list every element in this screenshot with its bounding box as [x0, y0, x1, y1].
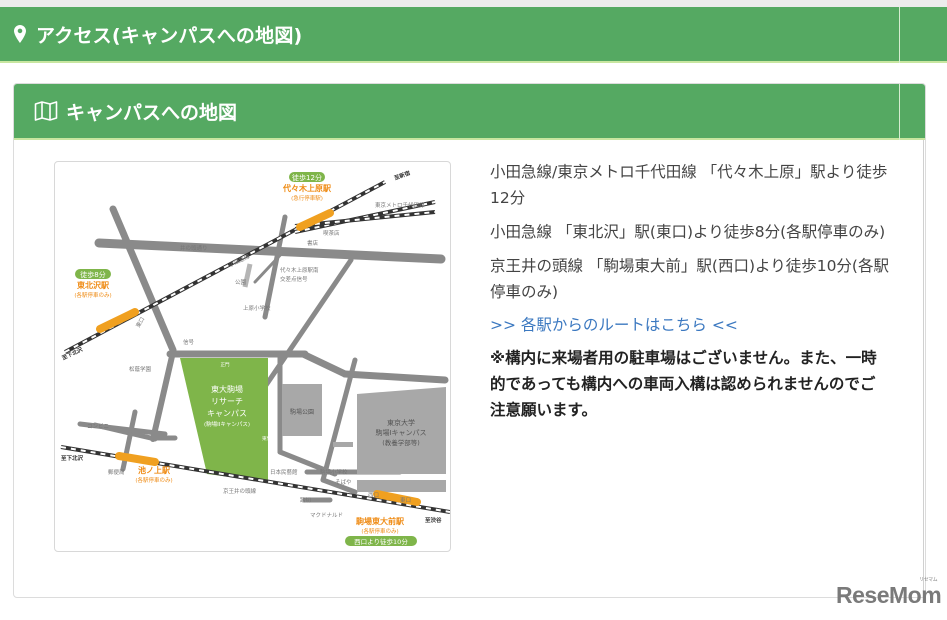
map-label: 至下北沢	[61, 454, 84, 462]
map-label: 踏切	[300, 496, 312, 504]
map-label: 公園	[235, 279, 247, 286]
panel-header: キャンパスへの地図	[14, 84, 925, 140]
map-label: リサーチ	[211, 397, 243, 406]
map-label: 東北沢駅	[77, 280, 110, 290]
map-label: 徒歩12分	[292, 173, 322, 182]
campus-map-panel: キャンパスへの地図	[13, 83, 926, 598]
watermark-brand: ReseMom	[836, 582, 942, 608]
access-line-yoyogi-uehara: 小田急線/東京メトロ千代田線 「代々木上原」駅より徒歩12分	[490, 163, 888, 207]
map-label: 東大駒場	[211, 384, 243, 394]
route-link[interactable]: >> 各駅からのルートはこちら <<	[490, 316, 738, 334]
map-marker-icon	[14, 25, 26, 43]
panel-title: キャンパスへの地図	[66, 101, 238, 124]
map-label: 日本民藝館	[270, 468, 298, 476]
map-label: 代々木上原駅	[282, 183, 332, 193]
map-label: 代々木上原駅南	[280, 266, 319, 274]
map-label: 正門	[221, 362, 230, 368]
map-label: 西口より徒歩10分	[354, 537, 408, 546]
panel-header-divider	[899, 84, 900, 140]
map-label: 駒場Iキャンパス	[375, 428, 426, 437]
map-label: 交差点信号	[280, 275, 308, 283]
map-label: 駒場公園	[290, 408, 314, 416]
map-label: 徒歩8分	[80, 270, 105, 279]
map-label: マクドナルド	[310, 512, 343, 519]
map-label: 上原小学校	[243, 304, 271, 312]
map-label: 京王井の頭線	[223, 487, 257, 495]
map-label: (教養学部等)	[382, 438, 420, 447]
parking-notice: ※構内に来場者用の駐車場はございません。また、一時的であっても構内への車両入構は…	[490, 349, 877, 419]
campus-map-image: 徒歩8分 東北沢駅 (各駅停車のみ) 徒歩12分 代々木上原駅 (急行停車駅) …	[54, 161, 451, 552]
map-label: 喫茶店	[323, 229, 340, 237]
map-label: 至渋谷	[425, 516, 442, 524]
map-label: 池ノ上駅	[138, 465, 171, 475]
access-info: 小田急線/東京メトロ千代田線 「代々木上原」駅より徒歩12分 小田急線 「東北沢…	[490, 159, 890, 423]
map-label: 至新宿	[393, 169, 412, 182]
map-label: 松蔭学園	[129, 365, 152, 373]
map-label: 西口	[368, 492, 379, 499]
access-line-komaba-todaimae: 京王井の頭線 「駒場東大前」駅(西口)より徒歩10分(各駅停車のみ)	[490, 257, 889, 301]
map-icon	[34, 101, 58, 121]
map-label: (駒場IIキャンパス)	[204, 420, 250, 428]
map-label: 東口	[400, 496, 411, 504]
map-label: コンビニ	[87, 422, 109, 430]
section-title: アクセス(キャンパスへの地図)	[36, 24, 303, 47]
map-label: (各駅停車のみ)	[74, 291, 111, 299]
top-strip	[0, 0, 947, 7]
watermark-kana: リセマム	[919, 577, 938, 583]
map-label: (各駅停車のみ)	[135, 476, 172, 484]
section-header-access: アクセス(キャンパスへの地図)	[0, 7, 947, 63]
map-label: 駒場小学校	[320, 468, 348, 476]
header-divider	[899, 7, 900, 63]
map-label: 駒場東大前駅	[355, 516, 405, 526]
map-label: (各駅停車のみ)	[361, 527, 398, 535]
map-label: 東門	[262, 435, 271, 442]
map-label: そばや	[335, 478, 352, 486]
map-label: 東京メトロ千代田線	[375, 201, 425, 209]
map-label: 郵便局	[108, 468, 125, 476]
page-edge-line	[923, 140, 924, 600]
access-line-higashi-kitazawa: 小田急線 「東北沢」駅(東口)より徒歩8分(各駅停車のみ)	[490, 223, 886, 241]
map-label: 東京大学	[387, 418, 415, 427]
map-label: 書店	[307, 239, 319, 247]
map-label: 井の頭通り	[180, 244, 208, 252]
map-label: キャンパス	[207, 409, 247, 418]
resemom-watermark: ReseMom リセマム	[836, 577, 942, 609]
map-label: (急行停車駅)	[291, 194, 323, 202]
map-label: 信号	[183, 338, 195, 346]
map-label: 東口	[134, 315, 146, 329]
